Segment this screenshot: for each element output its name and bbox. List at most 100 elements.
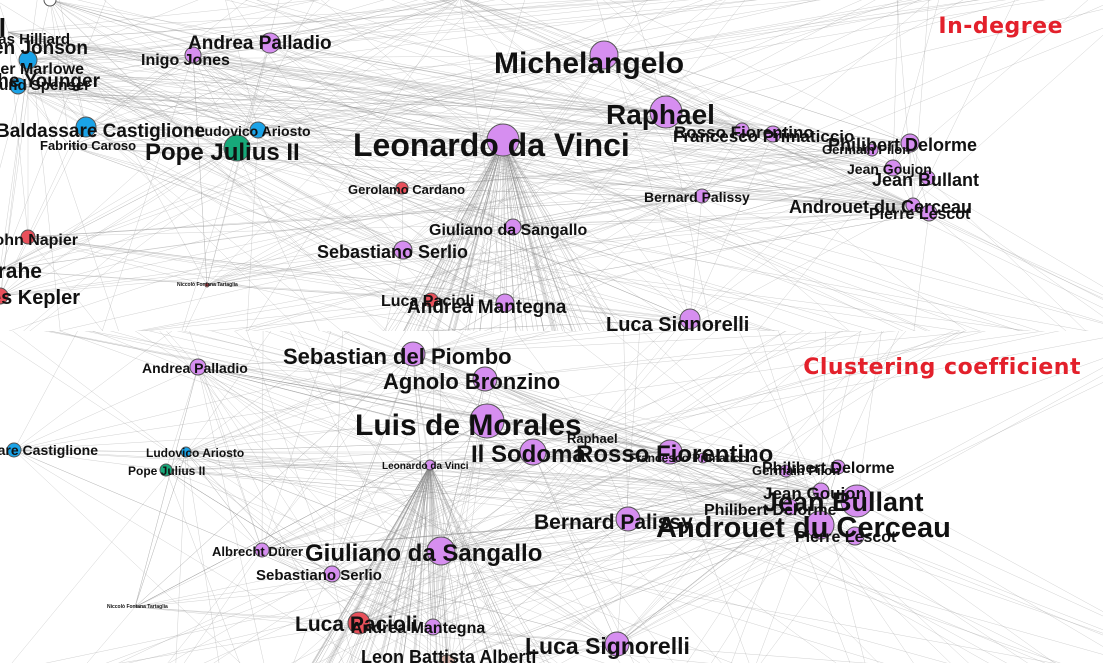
graph-edge xyxy=(343,331,822,492)
graph-edge xyxy=(197,366,1061,663)
graph-edge xyxy=(206,142,911,286)
graph-edge xyxy=(0,147,238,271)
graph-edge xyxy=(0,0,330,297)
graph-edge xyxy=(234,331,618,645)
graph-edge xyxy=(206,111,667,286)
node-michelangelo xyxy=(589,40,619,70)
graph-edge xyxy=(119,622,360,663)
graph-edge xyxy=(21,69,506,304)
graph-edge xyxy=(197,366,534,453)
graph-edge xyxy=(257,0,723,131)
graph-edge xyxy=(290,331,434,628)
graph-edge xyxy=(27,0,320,61)
graph-edge xyxy=(466,0,911,144)
graph-edge xyxy=(165,469,333,575)
graph-edge xyxy=(0,145,71,297)
graph-edge xyxy=(465,0,911,144)
graph-edge xyxy=(430,167,894,301)
graph-edge xyxy=(197,353,414,368)
graph-edge xyxy=(594,436,671,453)
graph-edge xyxy=(412,331,495,355)
graph-edge xyxy=(29,39,456,331)
graph-edge xyxy=(27,54,605,61)
graph-edge xyxy=(134,606,434,628)
graph-edge xyxy=(85,0,455,128)
graph-edge xyxy=(0,147,238,271)
graph-edge xyxy=(523,470,787,663)
graph-edge xyxy=(331,420,488,575)
graph-edge xyxy=(512,226,1090,331)
graph-edge xyxy=(512,195,703,228)
graph-edge xyxy=(412,331,611,355)
graph-edge xyxy=(413,464,431,663)
graph-edge xyxy=(502,129,743,141)
graph-edge xyxy=(358,622,388,663)
node-label-pacioli2: Luca Pacioli xyxy=(295,613,418,636)
graph-edge xyxy=(331,500,858,575)
graph-edge xyxy=(0,8,1103,271)
graph-edge xyxy=(165,469,333,575)
graph-edge xyxy=(401,111,667,189)
graph-edge xyxy=(134,451,187,608)
node-label-sangallo: Giuliano da Sangallo xyxy=(429,222,587,239)
graph-edge xyxy=(192,0,385,56)
graph-edge xyxy=(611,331,787,472)
graph-edge xyxy=(48,331,488,422)
graph-edge xyxy=(502,139,576,331)
node-goujon xyxy=(884,159,902,177)
node-label-signorelli: Luca Signorelli xyxy=(606,314,749,331)
graph-edge xyxy=(27,59,119,331)
graph-edge xyxy=(496,490,822,663)
graph-edge xyxy=(85,0,821,128)
graph-edge xyxy=(309,0,930,214)
graph-edge xyxy=(912,34,1103,206)
graph-edge xyxy=(429,464,445,663)
graph-edge xyxy=(358,524,821,624)
graph-edge xyxy=(246,331,333,575)
node-lescot2 xyxy=(845,526,865,546)
graph-edge xyxy=(185,451,884,663)
graph-edge xyxy=(504,204,914,304)
graph-edge xyxy=(27,59,87,128)
graph-edge xyxy=(777,331,839,468)
graph-edge xyxy=(627,500,858,520)
node-bronzino xyxy=(472,366,498,392)
graph-edge xyxy=(401,149,873,189)
graph-edge xyxy=(429,464,521,663)
node-label-signorelli2: Luca Signorelli xyxy=(525,633,690,659)
graph-edge xyxy=(197,366,431,466)
graph-edge xyxy=(436,139,504,331)
graph-edge xyxy=(165,451,671,471)
network-graph-in-degree: Amerigo VespucciGiorgioneHenry INicholas… xyxy=(0,0,1103,331)
graph-edge xyxy=(429,464,492,663)
graph-edge xyxy=(429,464,822,492)
graph-edge xyxy=(446,518,629,663)
graph-edge xyxy=(165,469,629,520)
graph-edge xyxy=(820,331,861,492)
graph-edge xyxy=(856,367,1103,502)
graph-edge xyxy=(401,187,914,206)
node-label-henry: Henry I xyxy=(0,12,6,42)
graph-edge xyxy=(236,0,315,149)
node-label-primaticcio: Francesco Primaticcio xyxy=(673,127,854,146)
graph-edge xyxy=(256,0,504,141)
graph-edge xyxy=(446,500,858,663)
graph-edge xyxy=(689,167,894,320)
graph-edge xyxy=(391,0,930,214)
graph-edge xyxy=(27,92,71,147)
graph-edge xyxy=(616,374,1103,645)
graph-edge xyxy=(401,187,849,331)
graph-edge xyxy=(136,177,929,331)
graph-edge xyxy=(261,331,407,551)
node-label-pacioli: Luca Pacioli xyxy=(381,293,474,310)
graph-edge xyxy=(426,139,504,331)
graph-edge xyxy=(13,449,434,628)
graph-edge xyxy=(412,353,434,628)
graph-edge xyxy=(27,0,51,94)
node-serlio2 xyxy=(323,565,341,583)
graph-edge xyxy=(185,451,516,663)
graph-edge xyxy=(463,0,1103,309)
graph-edge xyxy=(49,0,504,141)
graph-edge xyxy=(789,506,851,663)
node-label-rosso2: Rosso Fiorentino xyxy=(576,441,773,468)
